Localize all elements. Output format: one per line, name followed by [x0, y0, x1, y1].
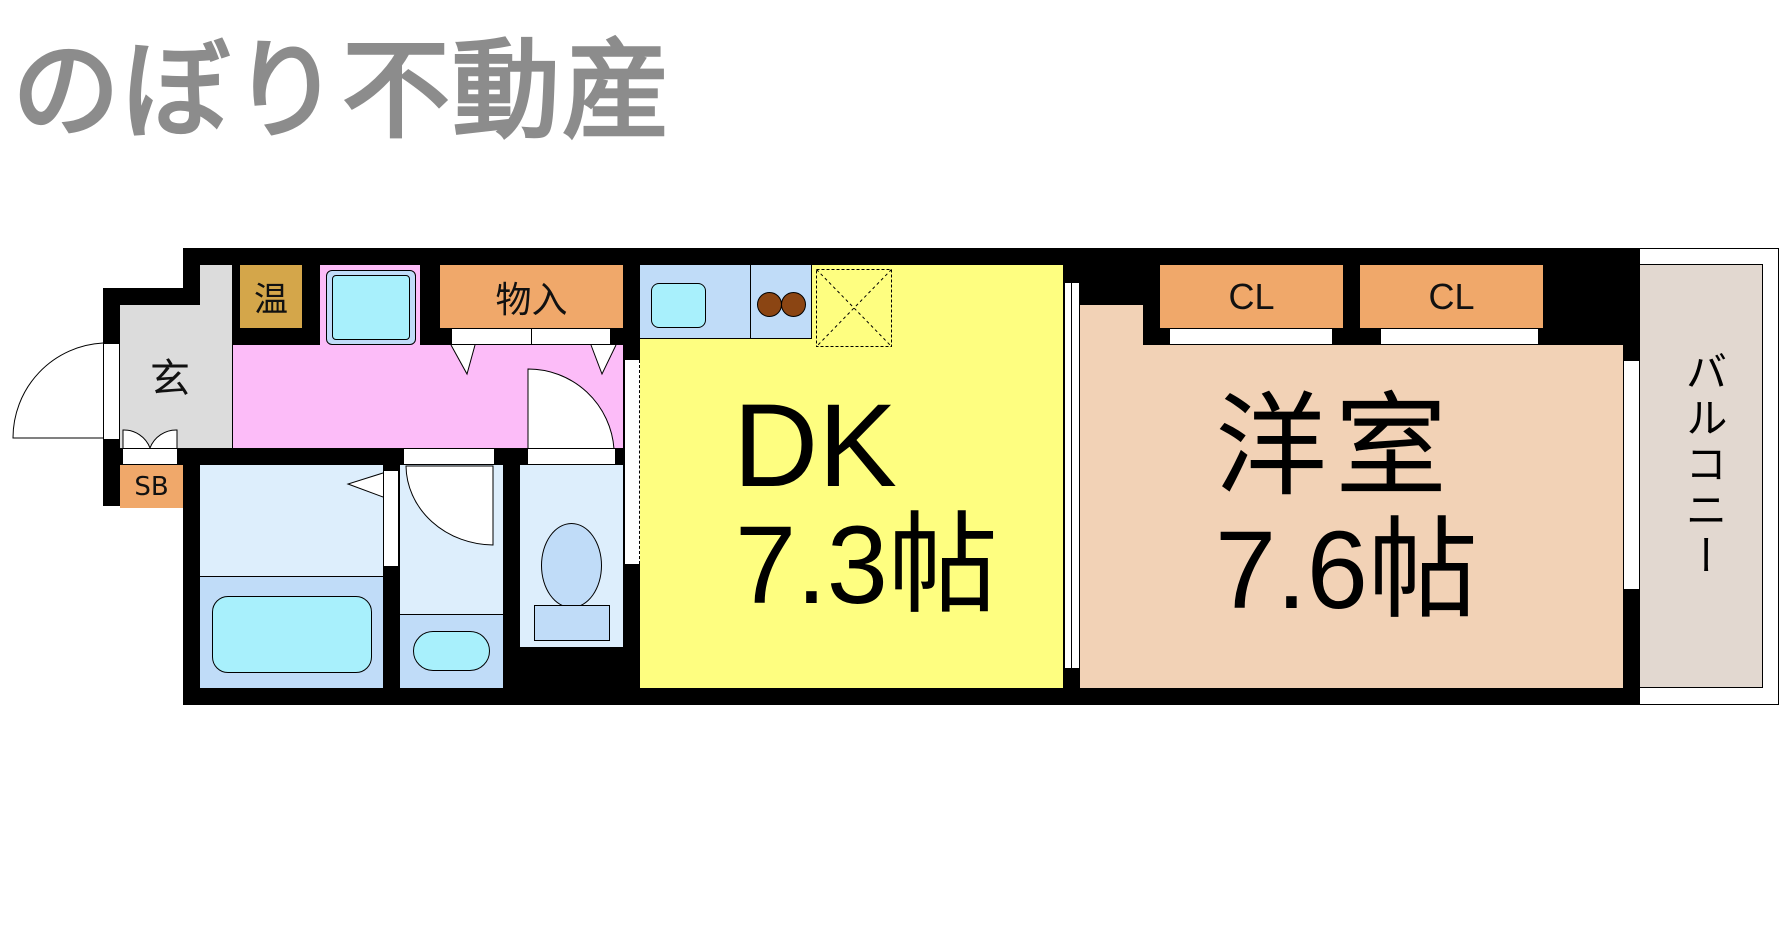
door-mullion: [1071, 283, 1072, 668]
balcony-window[interactable]: [1623, 361, 1640, 589]
wash-basin: [413, 631, 490, 671]
closet-1-label: CL: [1160, 265, 1343, 328]
toilet-bowl: [541, 523, 602, 608]
entry-door-opening[interactable]: [103, 343, 120, 440]
shoe-box-door-swing: [122, 429, 178, 449]
closet-2-label: CL: [1360, 265, 1543, 328]
washroom-door[interactable]: [403, 448, 495, 465]
dk-label: DK: [733, 380, 897, 512]
toilet-door[interactable]: [527, 448, 616, 465]
genkan-label: 玄: [150, 356, 190, 402]
toilet-tank: [534, 605, 610, 641]
closet-2-doors[interactable]: [1380, 328, 1539, 345]
shoe-box-label: SB: [120, 465, 183, 508]
western-label: 洋室: [1215, 384, 1455, 509]
balcony: [1640, 264, 1763, 688]
western-room-notch: [1080, 305, 1143, 345]
entry-door-swing: [12, 342, 104, 439]
stove-burner-right: [781, 292, 806, 317]
dk-sliding-door[interactable]: [624, 360, 640, 564]
washer-pan: [326, 270, 416, 345]
western-size: 7.6帖: [1215, 509, 1478, 632]
water-heater-label: 温: [240, 265, 302, 328]
company-logo: のぼり不動産: [12, 29, 673, 154]
bathtub: [212, 596, 372, 673]
stove-burner-left: [757, 292, 782, 317]
storage-door-divider: [531, 328, 532, 345]
shoe-box-doors[interactable]: [122, 448, 178, 465]
bathroom-door[interactable]: [383, 470, 399, 567]
closet-1-doors[interactable]: [1169, 328, 1333, 345]
fridge-space: [816, 269, 892, 347]
genkan-step: [200, 265, 232, 310]
storage-label: 物入: [440, 265, 623, 328]
kitchen-divider: [750, 265, 751, 339]
dk-size: 7.3帖: [735, 504, 998, 627]
washroom-door-swing: [405, 465, 494, 546]
storage-door-markers: [450, 344, 617, 376]
genkan-area: [120, 305, 232, 448]
dk-western-sliding-door[interactable]: [1064, 283, 1080, 668]
bathroom-door-marker: [346, 472, 384, 498]
kitchen-sink: [651, 283, 706, 328]
toilet-door-swing: [527, 368, 615, 450]
western-room: [1080, 345, 1623, 688]
balcony-label: バルコニー: [1680, 350, 1727, 580]
